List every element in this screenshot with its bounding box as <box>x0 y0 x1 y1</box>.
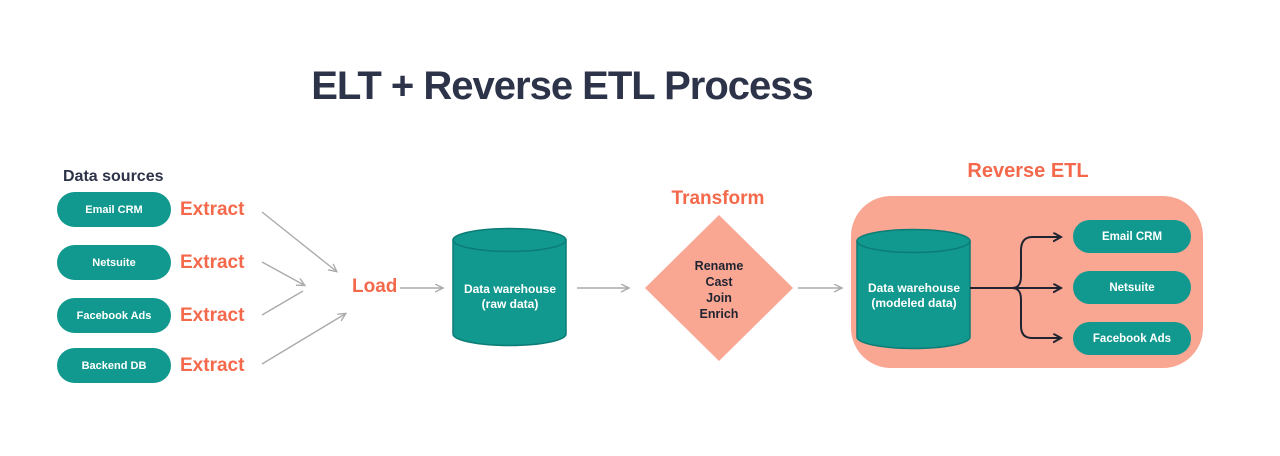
source-pill-label: Backend DB <box>81 359 147 372</box>
transform-label: Transform <box>671 188 765 209</box>
transform-step-rename: Rename <box>694 259 744 273</box>
transform-step-join: Join <box>706 291 732 305</box>
raw-warehouse-label: Data warehouse (raw data) <box>454 282 566 312</box>
source-pill-netsuite: Netsuite <box>57 245 171 280</box>
destination-pill-netsuite: Netsuite <box>1073 271 1191 304</box>
source-pill-label: Facebook Ads <box>76 309 152 322</box>
modeled-warehouse-line2: (modeled data) <box>871 296 957 310</box>
modeled-warehouse-cylinder <box>856 228 971 350</box>
extract-label-2: Extract <box>180 251 245 273</box>
extract-label-4: Extract <box>180 354 245 376</box>
destination-pill-label: Netsuite <box>1109 281 1155 294</box>
transform-steps: Rename Cast Join Enrich <box>659 258 779 322</box>
source-pill-backend-db: Backend DB <box>57 348 171 383</box>
source-pill-label: Netsuite <box>92 256 136 269</box>
reverse-etl-branch-arrows <box>970 237 1061 338</box>
extract-arrows <box>261 211 345 365</box>
raw-warehouse-line1: Data warehouse <box>463 282 557 296</box>
page-title: ELT + Reverse ETL Process <box>311 64 814 108</box>
transform-diamond <box>645 215 793 361</box>
extract-label-3: Extract <box>180 304 245 326</box>
transform-step-enrich: Enrich <box>699 307 739 321</box>
load-label: Load <box>352 276 398 297</box>
modeled-warehouse-label: Data warehouse (modeled data) <box>857 281 971 311</box>
raw-warehouse-cylinder <box>452 227 567 347</box>
modeled-warehouse-line1: Data warehouse <box>867 281 961 295</box>
destination-pill-email-crm: Email CRM <box>1073 220 1191 253</box>
raw-warehouse-line2: (raw data) <box>481 297 539 311</box>
reverse-etl-label: Reverse ETL <box>967 160 1089 182</box>
destination-pill-facebook-ads: Facebook Ads <box>1073 322 1191 355</box>
source-pill-email-crm: Email CRM <box>57 192 171 227</box>
extract-label-1: Extract <box>180 198 245 220</box>
destination-pill-label: Email CRM <box>1101 230 1163 243</box>
source-pill-label: Email CRM <box>85 203 143 216</box>
transform-step-cast: Cast <box>705 275 733 289</box>
data-sources-heading: Data sources <box>63 168 164 185</box>
destination-pill-label: Facebook Ads <box>1092 332 1172 345</box>
source-pill-facebook-ads: Facebook Ads <box>57 298 171 333</box>
